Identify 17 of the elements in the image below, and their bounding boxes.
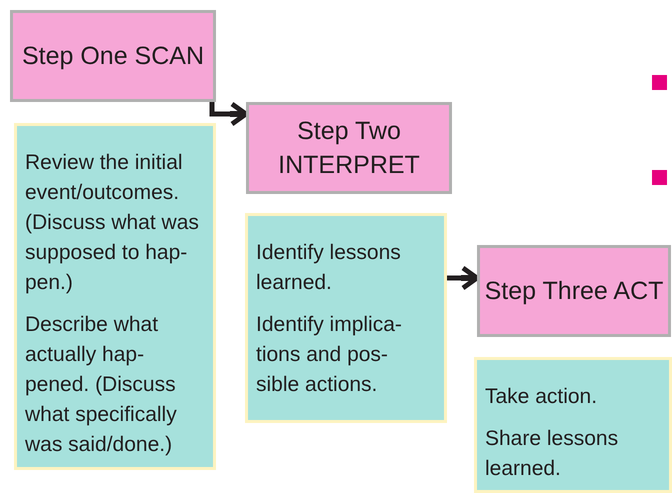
step-box bbox=[246, 102, 452, 194]
description-text: Take action. bbox=[485, 384, 598, 410]
description-box bbox=[474, 357, 672, 493]
description-box bbox=[245, 213, 447, 423]
arrow bbox=[210, 102, 248, 126]
arrow bbox=[447, 266, 480, 290]
description-text: Share lessons learned. bbox=[485, 426, 620, 482]
step-box bbox=[477, 245, 671, 337]
description-text: Identify lessons learned. bbox=[256, 240, 402, 296]
step-box bbox=[10, 10, 216, 102]
step-title: Step One SCAN bbox=[20, 41, 206, 72]
step-title: Step Three ACT bbox=[484, 276, 664, 307]
description-text: Describe what actually hap- pened. (Discuss what specifically was said/done.) bbox=[25, 312, 178, 458]
description-text: Identify implica- tions and pos- sible actions. bbox=[256, 312, 403, 398]
step-title: Step Two INTERPRET bbox=[277, 116, 421, 181]
description-text: Review the initial event/outcomes. (Discuss what was supposed to hap- pen.) bbox=[25, 150, 200, 296]
description-box bbox=[14, 123, 216, 470]
